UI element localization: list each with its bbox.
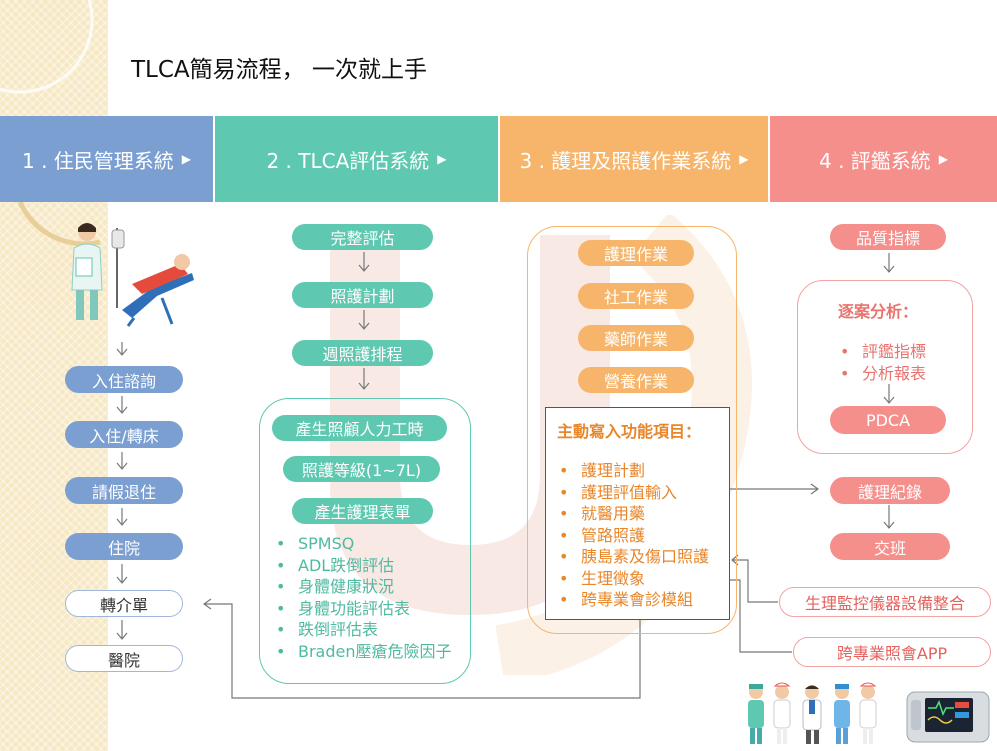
section-header-nursing: 3 . 護理及照護作業系統 ▶ xyxy=(500,116,768,202)
list-item: ADL跌倒評估 xyxy=(272,555,452,577)
case-analysis-title: 逐案分析： xyxy=(838,302,919,321)
list-item: 管路照護 xyxy=(555,525,709,547)
integration-consult-app[interactable]: 跨專業照會APP xyxy=(793,637,991,667)
step-nursing-forms[interactable]: 產生護理表單 xyxy=(292,498,433,524)
page-title: TLCA簡易流程， 一次就上手 xyxy=(131,57,427,83)
list-item: SPMSQ xyxy=(272,533,452,555)
auto-write-title: 主動寫入功能項目： xyxy=(557,422,702,441)
list-item: 護理計劃 xyxy=(555,460,709,482)
step-nursing-record[interactable]: 護理紀錄 xyxy=(830,477,950,504)
step-hospital[interactable]: 醫院 xyxy=(65,645,183,672)
decorative-circle-top xyxy=(0,0,94,94)
step-full-assessment[interactable]: 完整評估 xyxy=(292,224,433,250)
assessment-output-box xyxy=(259,398,471,684)
step-referral-form[interactable]: 轉介單 xyxy=(65,590,183,617)
list-item: 就醫用藥 xyxy=(555,503,709,525)
step-admission-inquiry[interactable]: 入住諮詢 xyxy=(65,366,183,393)
case-analysis-box xyxy=(797,280,973,454)
section-label: 1 . 住民管理系統 xyxy=(21,148,174,173)
task-pharmacist[interactable]: 藥師作業 xyxy=(578,325,694,351)
vital-monitor-illustration xyxy=(906,691,990,743)
list-item: 護理評值輸入 xyxy=(555,482,709,504)
play-triangle-icon: ▶ xyxy=(739,152,749,166)
step-hospitalization[interactable]: 住院 xyxy=(65,533,183,560)
list-item: 分析報表 xyxy=(836,363,926,385)
play-triangle-icon: ▶ xyxy=(437,152,447,166)
nurse-patient-illustration xyxy=(71,223,194,327)
section-label: 3 . 護理及照護作業系統 xyxy=(519,148,732,173)
section-label: 2 . TLCA評估系統 xyxy=(266,148,430,173)
list-item: 跌倒評估表 xyxy=(272,619,452,641)
section-label: 4 . 評鑑系統 xyxy=(818,148,931,173)
list-item: 生理徵象 xyxy=(555,568,709,590)
section-header-resident: 1 . 住民管理系統 ▶ xyxy=(0,116,213,202)
list-item: 評鑑指標 xyxy=(836,341,926,363)
step-weekly-schedule[interactable]: 週照護排程 xyxy=(292,340,433,366)
task-nursing[interactable]: 護理作業 xyxy=(578,240,694,266)
step-care-plan[interactable]: 照護計劃 xyxy=(292,282,433,308)
case-analysis-list: 評鑑指標 分析報表 xyxy=(836,341,926,384)
assessment-form-list: SPMSQ ADL跌倒評估 身體健康狀況 身體功能評估表 跌倒評估表 Brade… xyxy=(272,533,452,662)
auto-write-list: 護理計劃 護理評值輸入 就醫用藥 管路照護 胰島素及傷口照護 生理徵象 跨專業會… xyxy=(555,460,709,611)
step-admission-transfer[interactable]: 入住/轉床 xyxy=(65,421,183,448)
list-item: 胰島素及傷口照護 xyxy=(555,546,709,568)
task-nutrition[interactable]: 營養作業 xyxy=(578,367,694,393)
step-pdca[interactable]: PDCA xyxy=(830,406,946,434)
list-item: 身體健康狀況 xyxy=(272,576,452,598)
step-handover[interactable]: 交班 xyxy=(830,533,950,560)
nursing-work-box xyxy=(527,226,737,634)
play-triangle-icon: ▶ xyxy=(938,152,949,166)
medical-staff-illustration xyxy=(748,682,877,744)
step-quality-indicators[interactable]: 品質指標 xyxy=(830,224,946,250)
list-item: 跨專業會診模組 xyxy=(555,589,709,611)
step-leave-discharge[interactable]: 請假退住 xyxy=(65,477,183,504)
task-social-work[interactable]: 社工作業 xyxy=(578,283,694,309)
integration-monitor-devices[interactable]: 生理監控儀器設備整合 xyxy=(779,587,991,617)
list-item: 身體功能評估表 xyxy=(272,598,452,620)
play-triangle-icon: ▶ xyxy=(181,152,192,166)
list-item: Braden壓瘡危險因子 xyxy=(272,641,452,663)
step-care-level[interactable]: 照護等級(1~7L) xyxy=(283,456,440,482)
section-header-evaluation: 4 . 評鑑系統 ▶ xyxy=(770,116,997,202)
section-header-assessment: 2 . TLCA評估系統 ▶ xyxy=(215,116,498,202)
step-care-hours[interactable]: 產生照顧人力工時 xyxy=(272,415,447,441)
